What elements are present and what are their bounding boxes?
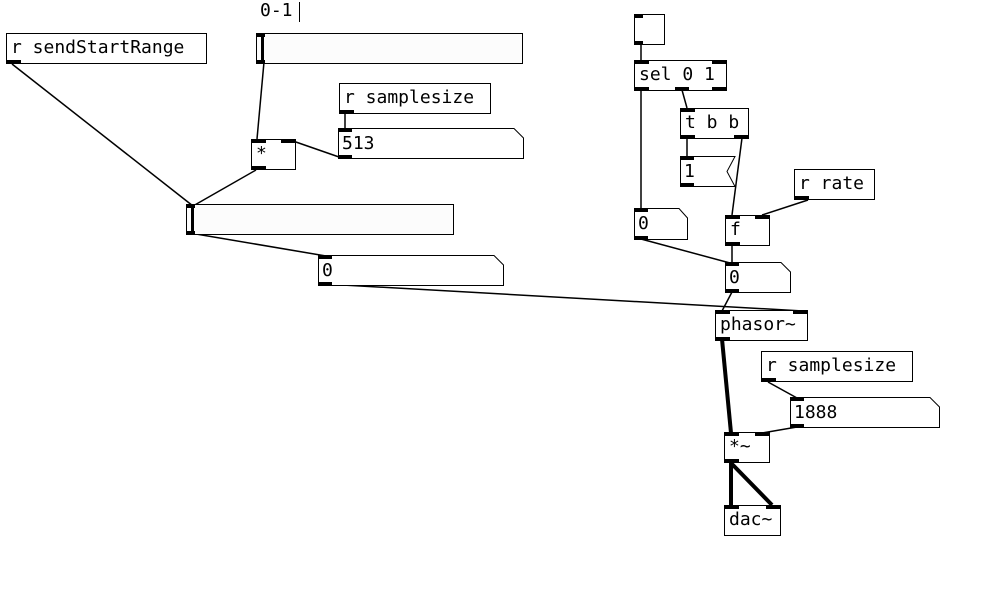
outlet[interactable] — [340, 110, 354, 114]
inlet-left[interactable] — [252, 139, 266, 143]
inlet-left[interactable] — [725, 505, 739, 509]
dac-object[interactable]: dac~ — [724, 505, 781, 536]
outlet[interactable] — [257, 60, 265, 64]
phasor-object[interactable]: phasor~ — [715, 310, 808, 341]
outlet[interactable] — [187, 231, 195, 235]
number-value: 0 — [729, 267, 740, 288]
object-label: dac~ — [729, 509, 773, 530]
cord-mul-to-midslider — [192, 169, 257, 207]
object-label: r sendStartRange — [11, 37, 185, 58]
outlet[interactable] — [795, 196, 809, 200]
text-cursor — [299, 2, 300, 22]
multiply-object[interactable]: * — [251, 139, 296, 170]
inlet[interactable] — [681, 108, 695, 112]
object-label: f — [730, 219, 741, 240]
message-value: 1 — [684, 161, 695, 182]
cord-rrate-to-f — [761, 199, 809, 216]
outlet[interactable] — [726, 242, 740, 246]
cord-sendstartrange-to-midslider — [11, 63, 194, 207]
inlet-right[interactable] — [281, 139, 295, 143]
comment-range-label: 0-1 — [260, 0, 293, 21]
outlet[interactable] — [7, 60, 21, 64]
outlet[interactable] — [252, 166, 266, 170]
slider-knob[interactable] — [191, 205, 194, 234]
slider-knob[interactable] — [261, 34, 264, 63]
inlet-right[interactable] — [712, 60, 726, 64]
outlet-1[interactable] — [675, 87, 689, 91]
inlet[interactable] — [635, 14, 643, 18]
select-object[interactable]: sel 0 1 — [634, 60, 727, 91]
object-label: sel 0 1 — [639, 64, 715, 85]
receive-samplesize-object[interactable]: r samplesize — [339, 83, 491, 114]
inlet-left[interactable] — [635, 60, 649, 64]
inlet[interactable] — [257, 33, 265, 37]
cord-tbb-to-f — [731, 137, 743, 216]
number-value: 0 — [322, 260, 333, 281]
top-hslider[interactable] — [256, 33, 523, 64]
outlet[interactable] — [725, 459, 739, 463]
receive-rate-object[interactable]: r rate — [794, 169, 875, 200]
outlet-left[interactable] — [681, 135, 695, 139]
cord-multilde-to-dacr — [729, 461, 774, 507]
outlet-0[interactable] — [635, 87, 649, 91]
inlet-right[interactable] — [766, 505, 780, 509]
object-label: *~ — [729, 436, 751, 457]
trigger-object[interactable]: t b b — [680, 108, 749, 139]
outlet[interactable] — [762, 378, 776, 382]
inlet-right[interactable] — [755, 432, 769, 436]
receive-sendstartrange-object[interactable]: r sendStartRange — [6, 33, 207, 64]
number-box-mid[interactable] — [634, 208, 688, 240]
number-value: 0 — [638, 213, 649, 234]
cord-topslider-to-mul — [256, 61, 265, 140]
inlet-right[interactable] — [793, 310, 807, 314]
object-label: r rate — [799, 173, 865, 194]
object-label: * — [256, 143, 267, 164]
cord-num0right-to-phasor — [721, 291, 733, 312]
receive-samplesize-object-2[interactable]: r samplesize — [761, 351, 913, 382]
cord-num0mid-to-num0right — [640, 238, 731, 264]
cord-num0left-to-phasor — [324, 283, 804, 312]
number-box-1888[interactable] — [790, 397, 940, 428]
object-label: t b b — [685, 112, 740, 133]
object-label: r samplesize — [766, 355, 897, 376]
number-box-513[interactable] — [338, 128, 524, 159]
inlet-right[interactable] — [755, 215, 769, 219]
cord-midslider-to-num0left — [195, 233, 327, 257]
outlet[interactable] — [716, 337, 730, 341]
object-label: r samplesize — [344, 87, 475, 108]
outlet-right[interactable] — [734, 135, 748, 139]
cord-phasor-to-multilde — [720, 338, 733, 434]
cord-rsamplesize2-to-1888 — [767, 381, 798, 399]
inlet-left[interactable] — [725, 432, 739, 436]
signal-multiply-object[interactable]: *~ — [724, 432, 770, 463]
bang-button[interactable] — [634, 14, 665, 45]
number-value: 1888 — [794, 402, 838, 423]
number-value: 513 — [342, 133, 375, 154]
message-box-1[interactable] — [680, 156, 736, 187]
cord-sel-to-tbb — [681, 89, 688, 109]
object-label: phasor~ — [720, 314, 796, 335]
outlet[interactable] — [635, 41, 643, 45]
inlet-left[interactable] — [726, 215, 740, 219]
mid-hslider[interactable] — [186, 204, 454, 235]
number-box-left[interactable] — [318, 255, 504, 286]
number-box-right[interactable] — [725, 262, 791, 293]
inlet-left[interactable] — [716, 310, 730, 314]
cord-513-to-mul — [292, 140, 340, 158]
float-object[interactable]: f — [725, 215, 770, 246]
inlet[interactable] — [187, 204, 195, 208]
outlet-reject[interactable] — [712, 87, 726, 91]
